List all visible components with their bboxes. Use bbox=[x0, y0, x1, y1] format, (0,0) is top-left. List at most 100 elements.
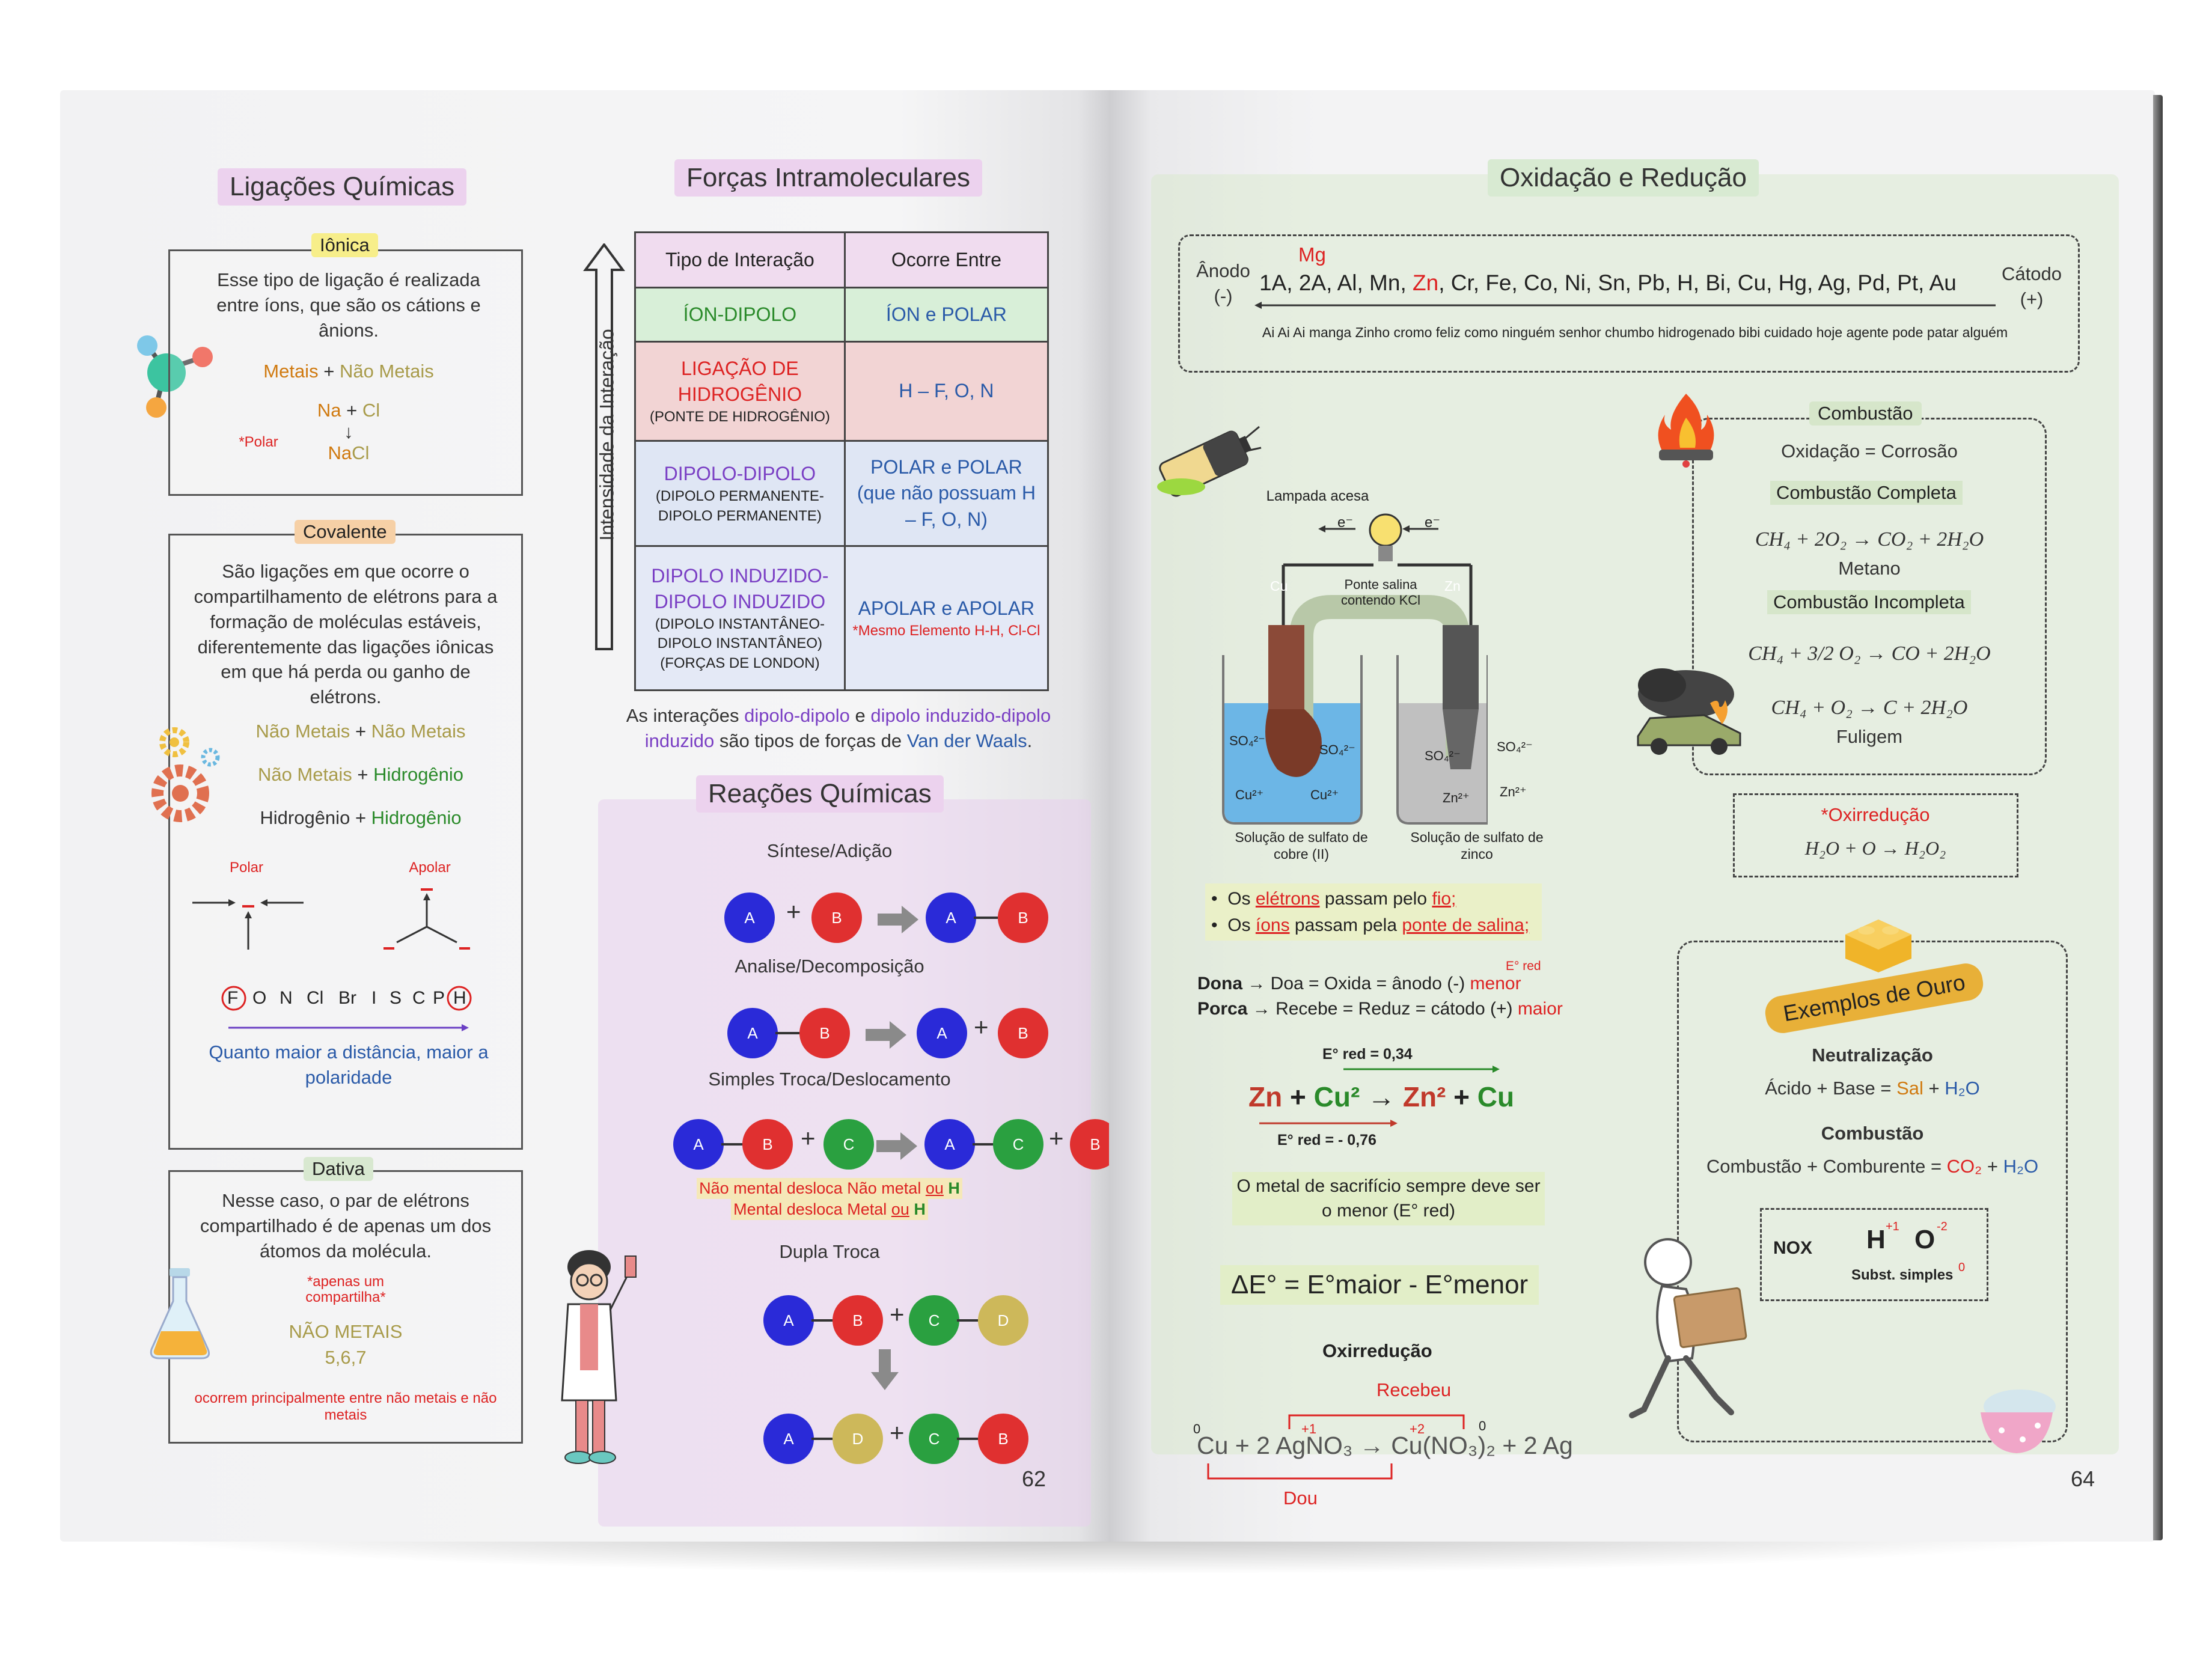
row-type: DIPOLO-DIPOLO bbox=[664, 463, 816, 485]
ered-top-arrow bbox=[1343, 1066, 1500, 1073]
bridge-label: Ponte salina contendo KCl bbox=[1340, 577, 1421, 608]
row-between-sub: *Mesmo Elemento H-H, Cl-Cl bbox=[852, 622, 1040, 639]
bond-line bbox=[973, 1143, 993, 1146]
person-carrying-box-icon bbox=[1629, 1238, 1747, 1418]
sintese-label: Síntese/Adição bbox=[766, 840, 893, 861]
cu2-label: Cu²⁺ bbox=[1310, 787, 1339, 802]
bond-line bbox=[721, 1143, 742, 1146]
dona-row: Dona → Doa = Oxida = ânodo (-) menor bbox=[1197, 974, 1521, 993]
reactivity-arrow bbox=[1254, 302, 1996, 309]
mg-label: Mg bbox=[1298, 243, 1326, 266]
polarity-diagram bbox=[192, 888, 470, 950]
oxirreducao-small-title: *Oxirredução bbox=[1821, 804, 1930, 825]
row-type-sub: (DIPOLO INSTANTÂNEO-DIPOLO INSTANTÂNEO) … bbox=[655, 616, 825, 671]
ered-small-label: E° red bbox=[1506, 959, 1541, 973]
dativa-families: 5,6,7 bbox=[325, 1347, 367, 1368]
atom-b: B bbox=[1070, 1119, 1109, 1170]
bond-line bbox=[974, 917, 998, 919]
molecule-icon bbox=[137, 335, 213, 418]
reaction-arrow-icon bbox=[878, 906, 918, 933]
subst-simples-label: Subst. simples bbox=[1851, 1267, 1954, 1283]
right-page-number: 64 bbox=[2071, 1466, 2095, 1491]
distance-note: Quanto maior a distância, maior a polari… bbox=[209, 1042, 489, 1088]
row-between: APOLAR e APOLAR bbox=[858, 597, 1035, 619]
bond-line bbox=[957, 1438, 978, 1440]
ionica-formula: Metais + Não Metais bbox=[263, 361, 434, 382]
reactivity-box bbox=[1178, 234, 2080, 373]
nox-o: O bbox=[1914, 1225, 1936, 1254]
row-type: DIPOLO INDUZIDO-DIPOLO INDUZIDO bbox=[651, 564, 829, 612]
atom-b: B bbox=[998, 892, 1048, 943]
oxirreducao-small-box bbox=[1733, 793, 2018, 877]
anodo-label: Ânodo(-) bbox=[1196, 260, 1250, 307]
flask-icon bbox=[150, 1268, 210, 1359]
row-type-sub: (PONTE DE HIDROGÊNIO) bbox=[649, 408, 830, 425]
dativa-box bbox=[168, 1170, 523, 1444]
combustao-ouro-label: Combustão bbox=[1821, 1123, 1924, 1144]
burning-car-icon bbox=[1637, 668, 1741, 755]
atom-b: B bbox=[799, 1008, 850, 1058]
forces-row-ion-dipolo: ÍON-DIPOLO ÍON e POLAR bbox=[634, 287, 1049, 343]
redox-equation: Cu + 2 AgNO₃ → Cu(NO₃)₂ + 2 Ag bbox=[1197, 1432, 1573, 1459]
reaction-arrow-icon bbox=[866, 1021, 906, 1049]
atom-a: A bbox=[763, 1295, 814, 1346]
bond-line bbox=[811, 1319, 833, 1322]
apolar-label: Apolar bbox=[409, 859, 451, 876]
right-page: Oxidação e Redução Ânodo(-) Cátodo(+) Mg… bbox=[1109, 90, 2155, 1542]
atom-a: A bbox=[926, 892, 976, 943]
gears-icon bbox=[151, 727, 220, 822]
intensity-axis-label: Intensidade da Interação bbox=[596, 329, 618, 541]
dativa-text: Nesse caso, o par de elétrons compartilh… bbox=[200, 1190, 492, 1262]
dativa-footer: ocorrem principalmente entre não metais … bbox=[194, 1390, 497, 1423]
dativa-legend: Dativa bbox=[304, 1157, 373, 1181]
oxirreducao-title: Oxirredução bbox=[1322, 1340, 1432, 1361]
covalente-text: São ligações em que ocorre o compartilha… bbox=[194, 561, 498, 708]
forcas-title: Forças Intramoleculares bbox=[674, 159, 982, 197]
atom-b: B bbox=[978, 1414, 1028, 1464]
combustao-incompleta-eq1: CH₄ + 3/2 O₂ → CO + 2H₂O bbox=[1748, 642, 1991, 665]
battery-icon bbox=[1157, 426, 1262, 497]
oxidacao-corrosao: Oxidação = Corrosão bbox=[1781, 441, 1958, 462]
so4-label: SO₄²⁻ bbox=[1497, 739, 1533, 754]
neutralizacao-eq: Ácido + Base = Sal + H₂O bbox=[1765, 1078, 1980, 1099]
lamp-label: Lampada acesa bbox=[1266, 488, 1369, 504]
so4-label: SO₄²⁻ bbox=[1229, 733, 1265, 748]
bond-line bbox=[775, 1032, 799, 1034]
plus-sign: + bbox=[890, 1418, 905, 1447]
plus-sign: + bbox=[974, 1013, 989, 1041]
atom-a: A bbox=[763, 1414, 814, 1464]
zn2-label: Zn²⁺ bbox=[1443, 790, 1470, 805]
combustao-completa-label: Combustão Completa bbox=[1770, 481, 1963, 505]
cu-electrode-label: Cu bbox=[1270, 578, 1288, 594]
zn-cu-equation: Zn + Cu² → Zn² + Cu bbox=[1248, 1081, 1515, 1112]
plus-sign: + bbox=[1049, 1124, 1064, 1152]
covalente-row1: Não Metais + Não Metais bbox=[255, 721, 466, 742]
sol-cu-label: Solução de sulfato de cobre (II) bbox=[1235, 829, 1368, 862]
combustao-incompleta-label: Combustão Incompleta bbox=[1767, 590, 1971, 614]
atom-d: D bbox=[978, 1295, 1028, 1346]
porca-row: Porca → Recebe = Reduz = cátodo (+) maio… bbox=[1197, 999, 1563, 1019]
sol-zn-label: Solução de sulfato de zinco bbox=[1410, 829, 1544, 862]
ligacoes-title: Ligações Químicas bbox=[218, 168, 467, 206]
header-tipo: Tipo de Interação bbox=[634, 231, 846, 288]
covalente-legend: Covalente bbox=[295, 520, 396, 544]
atom-b: B bbox=[998, 1008, 1048, 1058]
ionica-arrow: ↓ bbox=[344, 421, 353, 442]
simples-note: Não mental desloca Não metal ou H Mental… bbox=[661, 1178, 998, 1221]
forces-table-header: Tipo de Interação Ocorre Entre bbox=[634, 231, 1049, 288]
nox-0-ag: 0 bbox=[1479, 1418, 1486, 1433]
ered-bottom-label: E° red = - 0,76 bbox=[1277, 1132, 1376, 1149]
combustao-legend: Combustão bbox=[1809, 401, 1922, 426]
atom-c: C bbox=[909, 1414, 959, 1464]
atom-a: A bbox=[724, 892, 775, 943]
plus-sign: + bbox=[786, 897, 801, 926]
zn2-label: Zn²⁺ bbox=[1500, 784, 1527, 799]
plus-sign: + bbox=[801, 1124, 816, 1152]
forces-row-dipolo-dipolo: DIPOLO-DIPOLO(DIPOLO PERMANENTE-DIPOLO P… bbox=[634, 440, 1049, 547]
reaction-arrow-icon bbox=[876, 1132, 917, 1160]
sacrificio-note: O metal de sacrifício sempre deve ser o … bbox=[1232, 1172, 1545, 1225]
left-page-number: 62 bbox=[1022, 1466, 1046, 1491]
dupla-label: Dupla Troca bbox=[779, 1241, 880, 1262]
fuligem-label: Fuligem bbox=[1836, 726, 1903, 747]
nox-box bbox=[1760, 1208, 1988, 1301]
